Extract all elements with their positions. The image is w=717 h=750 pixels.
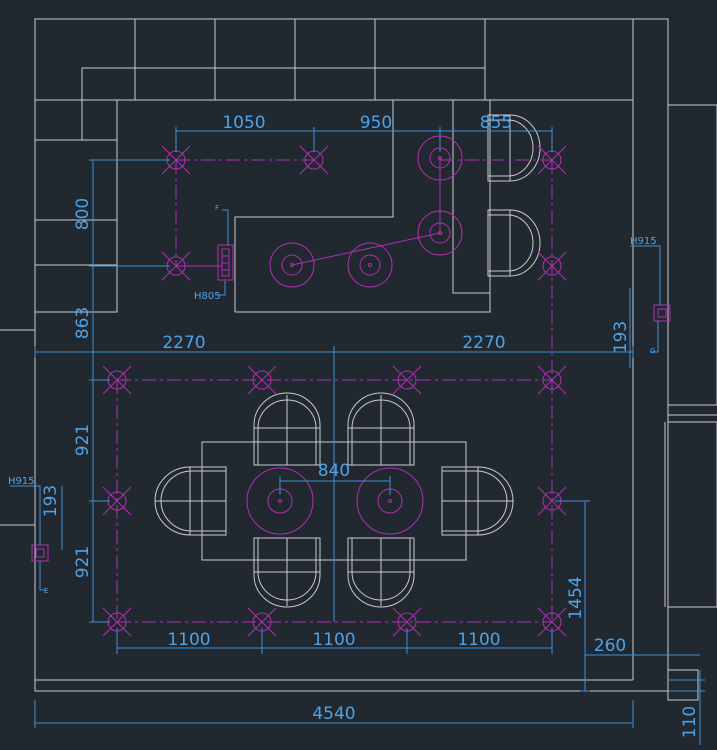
dim-right-height: 1454	[566, 576, 586, 619]
dim-bottom-b: 1100	[312, 630, 355, 650]
dim-top-c: 855	[480, 113, 512, 133]
dim-bottom-edge: 110	[680, 706, 700, 738]
dim-left-gap: 193	[41, 485, 61, 517]
upper-cabinets	[34, 18, 634, 313]
socket-left	[10, 485, 49, 591]
downlight	[247, 365, 277, 395]
dim-dining-upper: 921	[73, 424, 93, 456]
label-h915-left: H915	[8, 476, 35, 487]
dimension-labels: 1050 950 855 800 863 2270 2270 193 921 9…	[41, 113, 700, 738]
dim-top-b: 950	[360, 113, 392, 133]
socket-right	[630, 245, 671, 353]
dim-bottom-a: 1100	[167, 630, 210, 650]
dining-chairs	[154, 392, 514, 608]
bar-stools	[487, 114, 541, 277]
dim-left-mid: 863	[73, 307, 93, 339]
dimension-lines	[34, 127, 705, 745]
dim-total-width: 4540	[312, 704, 355, 724]
wall-switch-h805	[217, 209, 234, 296]
dim-span-left: 2270	[162, 333, 205, 353]
dim-right-gap: 193	[611, 321, 631, 353]
label-h805: H805	[194, 291, 221, 302]
label-h915-right: H915	[630, 236, 657, 247]
downlight	[537, 365, 567, 395]
label-f: F	[215, 204, 219, 212]
label-g: G	[650, 347, 655, 355]
dim-right-offset: 260	[594, 636, 626, 656]
dim-bottom-c: 1100	[457, 630, 500, 650]
dim-span-right: 2270	[462, 333, 505, 353]
dim-lights-center: 840	[318, 461, 350, 481]
downlight	[537, 251, 567, 281]
symbol-labels: H915 H915 H805 F G E	[8, 204, 657, 595]
label-e: E	[44, 587, 48, 595]
downlight	[392, 365, 422, 395]
dim-left-upper: 800	[73, 198, 93, 230]
dim-top-a: 1050	[222, 113, 265, 133]
pendant-light	[269, 242, 315, 288]
kitchen-counter	[234, 100, 491, 313]
pendant-light	[417, 210, 463, 256]
pendant-lights	[246, 135, 463, 535]
pendant-light	[347, 242, 393, 288]
dim-dining-lower: 921	[73, 546, 93, 578]
downlight-fixtures	[102, 145, 567, 637]
